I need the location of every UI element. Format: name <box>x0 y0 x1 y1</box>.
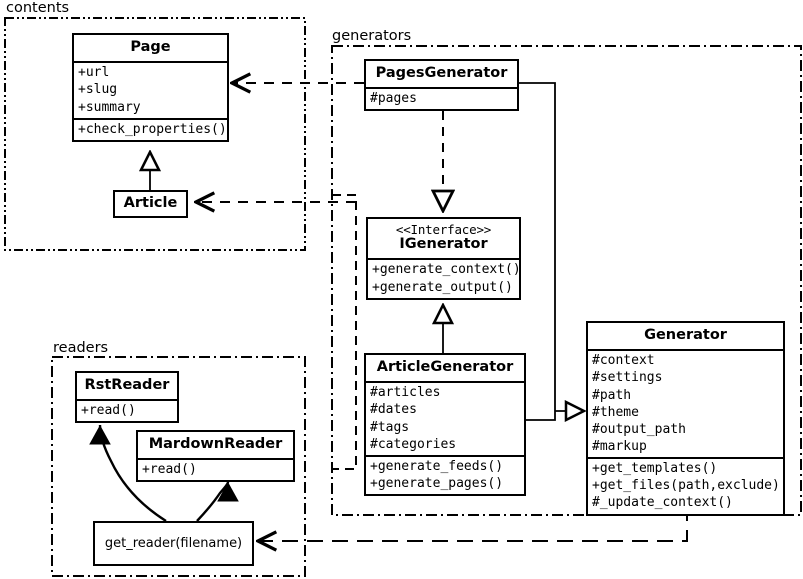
package-border-generators-inner <box>332 194 357 470</box>
attribute-pages: #pages <box>370 91 417 107</box>
class-rst-reader-title: RstReader <box>84 377 170 393</box>
method-get-templates: +get_templates() <box>592 461 718 477</box>
class-igenerator-title: <<Interface>> IGenerator <box>368 219 519 258</box>
class-igenerator-methods: +generate_context() +generate_output() <box>368 258 521 297</box>
attribute-context: #context <box>592 353 655 369</box>
class-rst-reader-methods: +read() <box>77 399 177 421</box>
class-pages-generator[interactable]: PagesGenerator #pages <box>364 59 519 112</box>
class-page-methods: +check_properties() <box>74 117 227 140</box>
class-mardown-reader-title: MardownReader <box>148 436 283 452</box>
method-generate-pages: +generate_pages() <box>370 476 504 491</box>
class-article-generator-methods: +generate_feeds() +generate_pages() <box>366 454 524 494</box>
class-article-generator-attributes: #articles #dates #tags #categories <box>366 381 524 455</box>
class-page-attributes: +url +slug +summary <box>74 61 227 117</box>
class-mardown-reader[interactable]: MardownReader +read() <box>136 430 295 483</box>
function-get-reader-label: get_reader(filename) <box>104 536 243 551</box>
class-article-generator-title: ArticleGenerator <box>376 359 514 375</box>
class-generator[interactable]: Generator #context #settings #path #them… <box>586 321 785 516</box>
attribute-output-path: #output_path <box>592 421 686 437</box>
class-page[interactable]: Page +url +slug +summary +check_properti… <box>72 33 229 142</box>
package-label-readers: readers <box>51 340 112 356</box>
class-pages-generator-title: PagesGenerator <box>375 65 508 81</box>
class-generator-methods: +get_templates() +get_files(path,exclude… <box>588 457 783 513</box>
method-generate-output: +generate_output() <box>372 279 513 295</box>
method-mardown-read: +read() <box>142 462 197 478</box>
method-generate-feeds: +generate_feeds() <box>370 458 504 474</box>
class-igenerator[interactable]: <<Interface>> IGenerator +generate_conte… <box>366 217 521 300</box>
package-label-generators: generators <box>330 28 415 44</box>
class-rst-reader[interactable]: RstReader +read() <box>75 371 179 424</box>
class-igenerator-stereotype: <<Interface>> <box>395 222 492 237</box>
class-article-generator[interactable]: ArticleGenerator #articles #dates #tags … <box>364 353 526 497</box>
class-article-title: Article <box>123 195 178 211</box>
class-mardown-reader-methods: +read() <box>138 458 293 480</box>
attribute-theme: #theme <box>592 404 639 420</box>
attribute-articles: #articles <box>370 385 441 401</box>
attribute-path: #path <box>592 387 632 403</box>
function-get-reader[interactable]: get_reader(filename) <box>93 521 254 566</box>
attribute-settings: #settings <box>592 370 663 386</box>
class-generator-attributes: #context #settings #path #theme #output_… <box>588 349 783 457</box>
method-check-properties: +check_properties() <box>78 121 227 137</box>
method-update-context: #_update_context() <box>592 495 733 511</box>
attribute-markup: #markup <box>592 439 647 454</box>
class-igenerator-name: IGenerator <box>399 236 488 253</box>
attribute-tags: #tags <box>370 419 410 435</box>
class-page-title: Page <box>130 39 171 55</box>
edge-articlegenerator-inherits-generator <box>526 411 556 421</box>
package-label-contents: contents <box>4 0 73 16</box>
class-pages-generator-attributes: #pages <box>366 87 517 109</box>
method-generate-context: +generate_context() <box>372 262 521 278</box>
class-article[interactable]: Article <box>113 190 188 219</box>
edge-get-reader-creates-mardownreader <box>196 481 239 522</box>
attribute-dates: #dates <box>370 402 417 418</box>
attribute-url: +url <box>78 65 110 81</box>
attribute-summary: +summary <box>78 99 141 115</box>
attribute-slug: +slug <box>78 82 118 98</box>
method-rst-read: +read() <box>81 403 136 419</box>
method-get-files: +get_files(path,exclude) <box>592 478 780 494</box>
class-generator-title: Generator <box>644 327 727 343</box>
attribute-categories: #categories <box>370 436 457 452</box>
